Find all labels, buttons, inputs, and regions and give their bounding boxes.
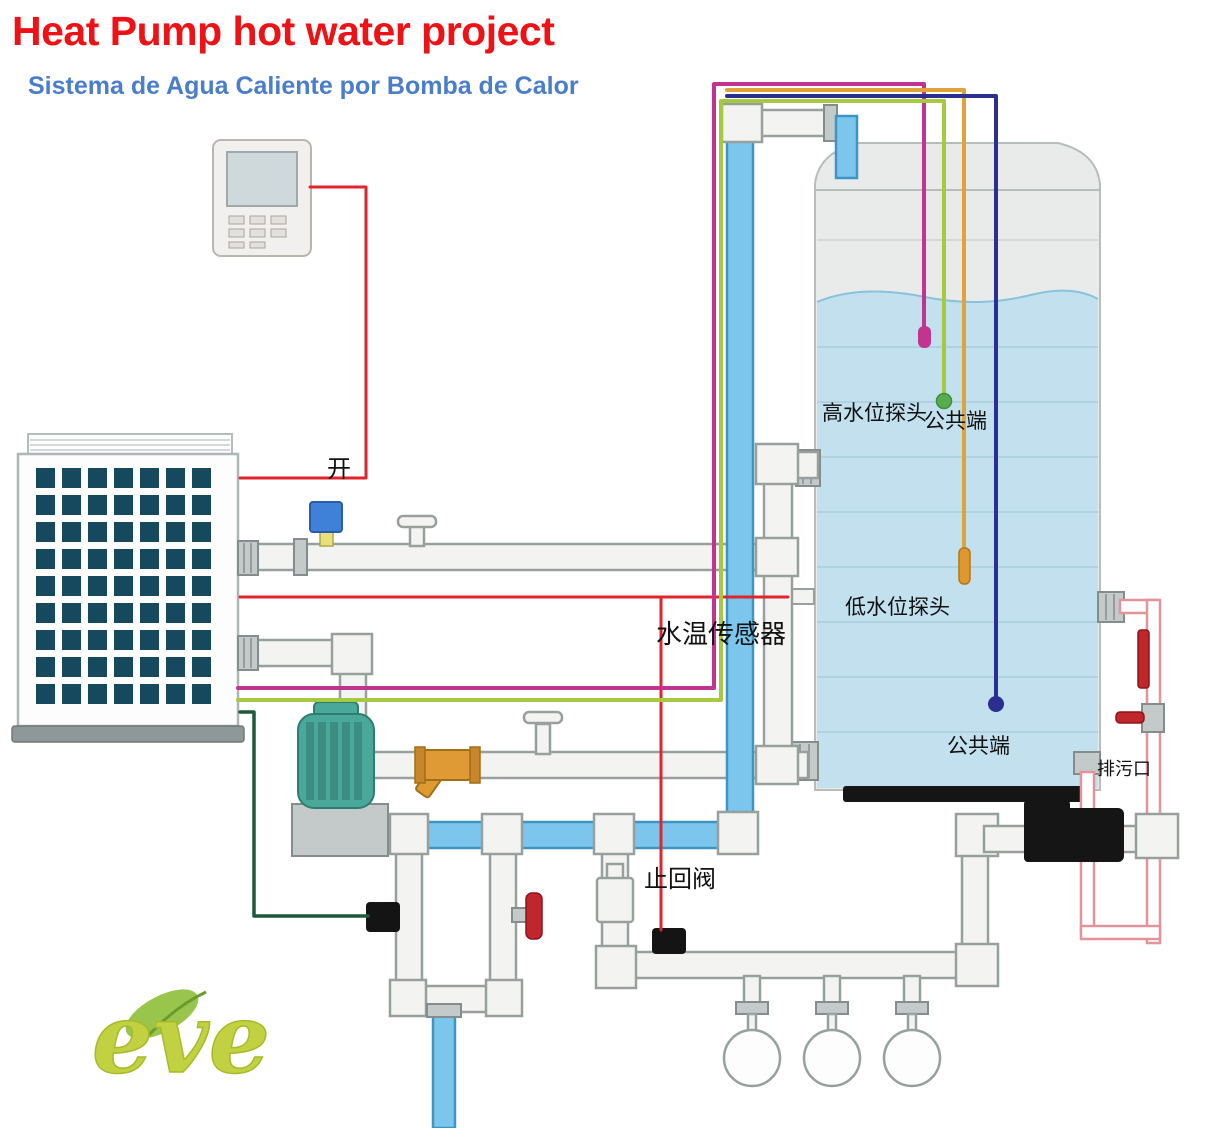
outlet-circle bbox=[722, 1028, 782, 1088]
label-common-terminal-bottom: 公共端 bbox=[947, 735, 1010, 758]
label-switch: 开 bbox=[327, 456, 351, 483]
tank-base bbox=[843, 786, 1085, 802]
valve-cable-dark-green bbox=[238, 710, 370, 918]
wires bbox=[236, 82, 1004, 932]
low-level-probe-tip bbox=[958, 547, 971, 585]
label-high-water-probe: 高水位探头 bbox=[822, 402, 927, 425]
outlet-circle bbox=[802, 1028, 862, 1088]
gate-valve-bottom bbox=[522, 710, 564, 756]
heat-pump-base bbox=[11, 725, 245, 743]
ball-valve-red-right bbox=[1115, 703, 1165, 733]
piping bbox=[254, 102, 1180, 1128]
low-level-probe-wire-orange bbox=[725, 88, 966, 550]
solenoid-valve-blue bbox=[309, 501, 343, 547]
heat-pump-coil-grid bbox=[36, 468, 211, 704]
gate-valve-top bbox=[396, 514, 438, 548]
controller-cable-red bbox=[238, 185, 368, 480]
strainer-orange bbox=[414, 746, 481, 799]
booster-pump-black bbox=[1024, 790, 1124, 862]
cold-water-riser-blue bbox=[725, 124, 755, 846]
label-check-valve: 止回阀 bbox=[644, 866, 716, 893]
cold-water-main-blue bbox=[404, 820, 742, 850]
high-level-probe-wire-magenta bbox=[236, 82, 926, 690]
heat-pump-vent bbox=[27, 433, 233, 455]
red-valve-handle-vertical bbox=[1137, 629, 1150, 689]
heatpump-outlet-pipe bbox=[254, 542, 768, 572]
page-title: Heat Pump hot water project bbox=[12, 8, 555, 54]
outlet-circle bbox=[882, 1028, 942, 1088]
tank-seam-lines bbox=[817, 346, 1098, 733]
label-water-temp-sensor: 水温传感器 bbox=[656, 619, 787, 649]
ball-valve-red-bypass bbox=[511, 892, 543, 940]
leaf-icon bbox=[125, 989, 199, 1039]
controller-screen bbox=[226, 151, 298, 207]
motor-valve-black-bottom bbox=[652, 928, 686, 954]
distribution-pipe bbox=[612, 950, 980, 980]
logo-text: eve bbox=[92, 982, 270, 1095]
page-subtitle: Sistema de Agua Caliente por Bomba de Ca… bbox=[28, 72, 579, 100]
motor-valve-black-left bbox=[366, 902, 400, 932]
tank-riser-pipe bbox=[762, 454, 794, 780]
controller-buttons bbox=[228, 215, 287, 249]
high-level-probe-tip bbox=[918, 326, 931, 348]
check-valve-body bbox=[595, 862, 635, 924]
label-drain-outlet: 排污口 bbox=[1097, 759, 1151, 779]
water-tank bbox=[814, 142, 1101, 802]
probe-tip-green bbox=[935, 392, 953, 410]
label-low-water-probe: 低水位探头 bbox=[845, 596, 950, 619]
tank-water bbox=[816, 289, 1099, 788]
heat-pump-unit bbox=[11, 433, 259, 743]
eve-logo: eve bbox=[91, 981, 270, 1096]
tank-fill-top-pipe bbox=[752, 108, 834, 138]
outlet-circles bbox=[722, 1028, 942, 1088]
common-wire-navy bbox=[725, 94, 998, 699]
label-common-terminal-top: 公共端 bbox=[924, 410, 987, 433]
circulation-pump bbox=[291, 701, 389, 857]
probe-wire-green bbox=[236, 99, 946, 702]
city-water-inlet-blue bbox=[431, 1008, 457, 1128]
controller bbox=[212, 139, 312, 257]
common-probe-tip-navy bbox=[988, 696, 1004, 712]
